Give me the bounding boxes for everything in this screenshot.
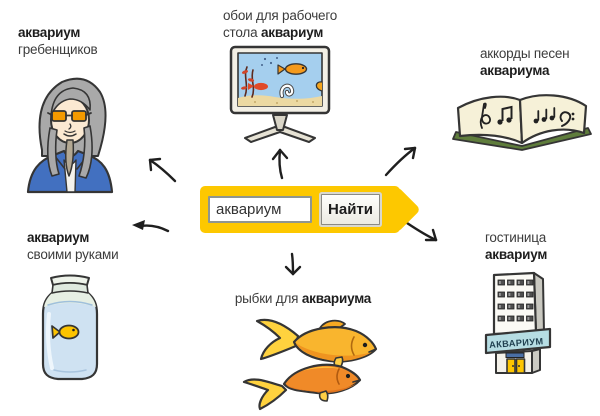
monitor-with-fish-illustration	[229, 45, 331, 143]
arrow-to-diy-icon	[132, 220, 170, 233]
arrow-to-chords-icon	[384, 146, 417, 177]
label-fish-bold: аквариума	[301, 291, 372, 306]
label-grebenshchikov: аквариум гребенщиков	[18, 24, 98, 58]
label-diy-rest: своими руками	[27, 247, 119, 262]
hotel-sign-text: АКВАРИУМ	[489, 336, 544, 350]
man-with-orange-glasses-illustration	[26, 77, 114, 194]
label-grebenshchikov-rest: гребенщиков	[18, 42, 98, 57]
label-diy-bold: аквариум	[27, 230, 90, 245]
label-wallpaper: обои для рабочего стола аквариум	[223, 7, 337, 41]
search-input[interactable]	[208, 196, 312, 223]
label-hotel: гостиница аквариум	[485, 229, 547, 263]
label-chords-bold: аквариума	[480, 63, 550, 78]
arrow-to-grebenshchikov-icon	[148, 157, 177, 183]
label-fish: рыбки для аквариума	[193, 290, 413, 307]
label-grebenshchikov-bold: аквариум	[18, 25, 81, 40]
arrow-to-hotel-icon	[405, 221, 438, 242]
jar-with-fish-illustration	[41, 274, 99, 381]
music-songbook-illustration	[452, 94, 592, 151]
label-hotel-bold: аквариум	[485, 247, 548, 262]
arrow-to-wallpaper-icon	[271, 148, 289, 180]
hotel-building-illustration: АКВАРИУМ	[484, 271, 552, 374]
search-bar: Найти	[200, 186, 421, 233]
arrow-to-fish-icon	[284, 252, 302, 276]
label-hotel-line1: гостиница	[485, 230, 547, 245]
label-chords: аккорды песен аквариума	[480, 45, 570, 79]
label-fish-start: рыбки для	[234, 291, 299, 306]
label-wallpaper-line2-bold: аквариум	[260, 25, 324, 40]
label-wallpaper-line2-start: стола	[223, 25, 258, 40]
label-diy: аквариум своими руками	[27, 229, 119, 263]
label-chords-line1: аккорды песен	[480, 46, 570, 61]
search-button[interactable]: Найти	[321, 194, 380, 225]
label-wallpaper-line1: обои для рабочего	[223, 8, 338, 23]
goldfish-pair-illustration	[242, 318, 378, 411]
